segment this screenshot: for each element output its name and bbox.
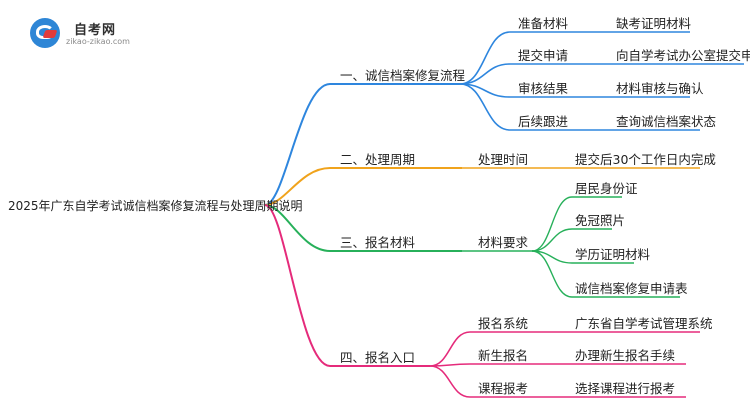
connector-b1-c1 xyxy=(459,31,575,85)
leaf-submit-to-office: 向自学考试办公室提交申请 xyxy=(616,48,750,63)
node-review-result: 审核结果 xyxy=(518,81,569,96)
site-logo: 自考网 zikao-zikao.com xyxy=(30,18,150,50)
leaf-education-proof: 学历证明材料 xyxy=(575,247,651,262)
connector-b4-c3 xyxy=(429,365,562,398)
logo-icon xyxy=(30,18,60,48)
leaf-photo: 免冠照片 xyxy=(575,213,626,228)
connector-b3-root xyxy=(264,204,462,252)
connector-b4-root xyxy=(264,204,430,367)
node-course-registration: 课程报考 xyxy=(478,381,529,396)
connector-b2-root xyxy=(264,167,462,206)
leaf-repair-application-form: 诚信档案修复申请表 xyxy=(575,281,688,296)
branch-label-materials: 三、报名材料 xyxy=(340,235,416,250)
connector-b3-leaf1 xyxy=(531,196,622,252)
connector-b3-leaf2 xyxy=(531,228,612,252)
leaf-absence-proof: 缺考证明材料 xyxy=(616,16,692,31)
connector-b3-leaf4 xyxy=(531,250,680,298)
connector-b1-root xyxy=(264,83,460,206)
leaf-guangdong-system: 广东省自学考试管理系统 xyxy=(575,316,713,331)
root-topic: 2025年广东自学考试诚信档案修复流程与处理周期说明 xyxy=(8,199,303,213)
logo-url: zikao-zikao.com xyxy=(66,37,130,46)
leaf-select-courses: 选择课程进行报考 xyxy=(575,381,676,396)
leaf-id-card: 居民身份证 xyxy=(575,181,638,196)
leaf-material-review: 材料审核与确认 xyxy=(616,81,704,96)
connector-b3-leaf3 xyxy=(531,250,634,264)
node-prepare-materials: 准备材料 xyxy=(518,16,569,31)
connector-b1-c4 xyxy=(459,83,575,131)
logo-name: 自考网 xyxy=(74,23,117,38)
leaf-30-working-days: 提交后30个工作日内完成 xyxy=(575,152,716,167)
connector-b1-c2 xyxy=(459,63,575,85)
leaf-query-status: 查询诚信档案状态 xyxy=(616,114,717,129)
node-new-student-registration: 新生报名 xyxy=(478,348,529,363)
branch-label-entry: 四、报名入口 xyxy=(340,350,416,365)
branch-label-cycle: 二、处理周期 xyxy=(340,152,416,167)
leaf-new-student-procedure: 办理新生报名手续 xyxy=(575,348,676,363)
node-follow-up: 后续跟进 xyxy=(518,114,569,129)
branch-label-process: 一、诚信档案修复流程 xyxy=(340,68,466,83)
node-submit-application: 提交申请 xyxy=(518,48,569,63)
connector-b1-c3 xyxy=(459,83,575,98)
connector-b4-c1 xyxy=(429,331,562,367)
node-registration-system: 报名系统 xyxy=(478,316,529,331)
node-processing-time: 处理时间 xyxy=(478,152,529,167)
node-material-requirements: 材料要求 xyxy=(478,235,529,250)
connector-b4-c2 xyxy=(429,363,562,367)
